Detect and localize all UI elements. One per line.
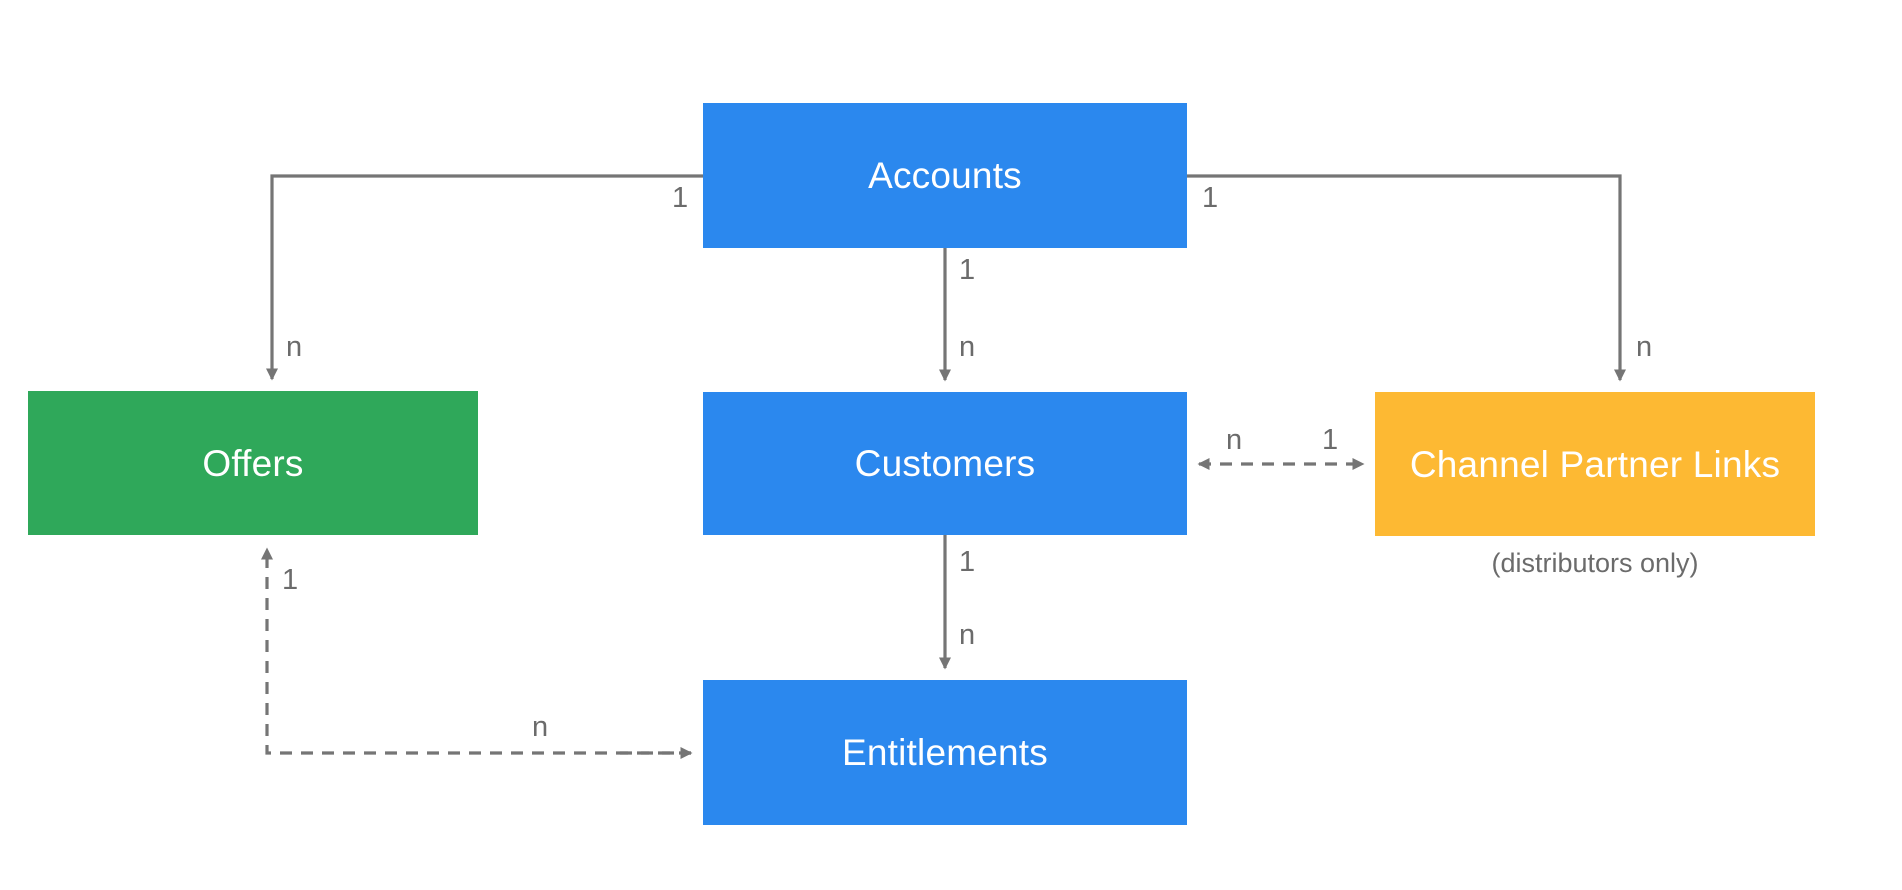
edge-label-accounts-offers-target: n: [286, 331, 303, 363]
node-offers[interactable]: Offers: [28, 391, 478, 535]
node-customers[interactable]: Customers: [703, 392, 1187, 535]
edge-label-entitlements-offers-target: 1: [282, 564, 299, 596]
node-accounts-label: Accounts: [868, 155, 1022, 196]
edge-accounts-channel: [1187, 174, 1626, 382]
node-customers-label: Customers: [854, 443, 1036, 484]
note-distributors-only: (distributors only): [1491, 548, 1699, 578]
edge-label-accounts-customers-target: n: [959, 331, 976, 363]
edge-label-customers-entitlements-source: 1: [959, 546, 976, 578]
edge-label-customers-channel-target: 1: [1322, 424, 1339, 456]
edge-entitlements-offers: [261, 547, 691, 755]
edge-label-accounts-customers-source: 1: [959, 254, 976, 286]
node-channel-partner-links-label: Channel Partner Links: [1409, 443, 1781, 485]
node-offers-label: Offers: [202, 442, 304, 484]
edge-label-entitlements-offers-source: n: [532, 711, 549, 743]
edge-accounts-offers: [266, 174, 703, 381]
edge-label-accounts-offers-source: 1: [672, 182, 689, 214]
edge-label-accounts-channel-target: n: [1636, 331, 1653, 363]
node-accounts[interactable]: Accounts: [703, 103, 1187, 248]
edge-label-customers-entitlements-target: n: [959, 619, 976, 651]
node-channel-partner-links[interactable]: Channel Partner Links: [1375, 392, 1815, 536]
edge-label-accounts-channel-source: 1: [1202, 182, 1219, 214]
node-entitlements-label: Entitlements: [842, 732, 1048, 773]
edge-label-customers-channel-source: n: [1226, 424, 1243, 456]
node-entitlements[interactable]: Entitlements: [703, 680, 1187, 825]
